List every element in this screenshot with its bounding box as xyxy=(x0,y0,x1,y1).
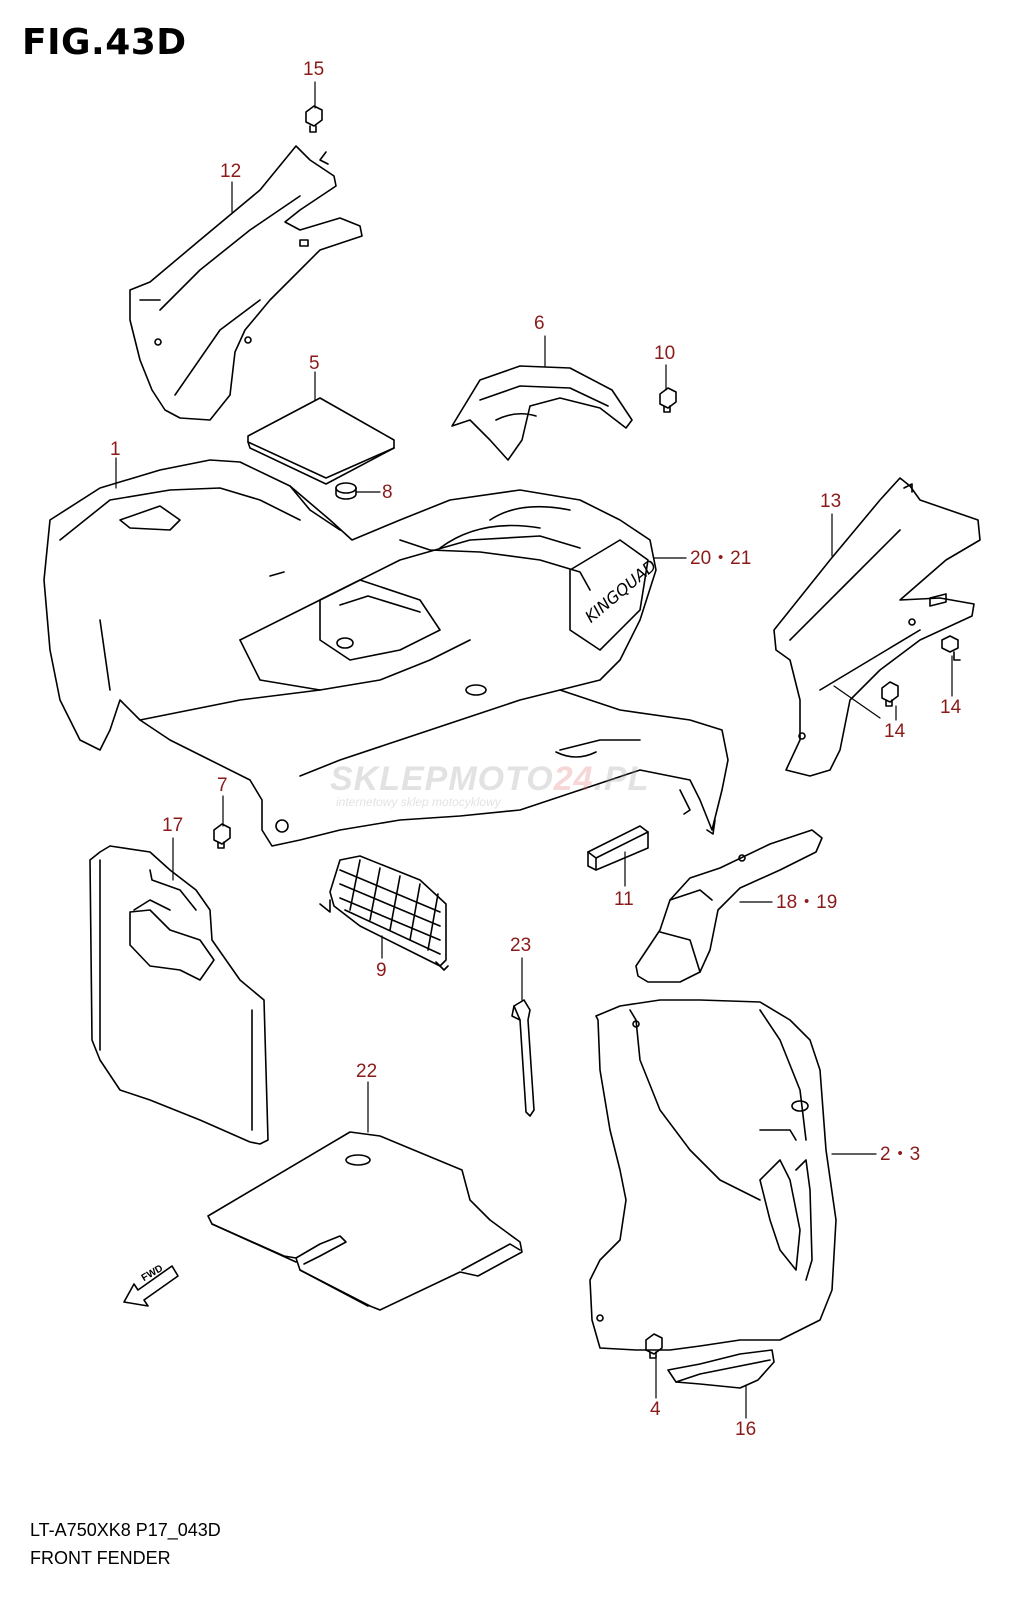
part-5-cover-plate xyxy=(247,397,395,485)
callout-4: 4 xyxy=(650,1399,661,1420)
callout-18-19: 18・19 xyxy=(776,892,838,913)
callout-9: 9 xyxy=(376,960,387,981)
callout-5: 5 xyxy=(309,353,320,374)
part-17-inner-shield xyxy=(89,845,269,1145)
fwd-arrow-icon xyxy=(123,1265,179,1307)
part-12-side-panel-left xyxy=(129,145,363,421)
model-code: LT-A750XK8 P17_043D xyxy=(30,1520,221,1540)
part-20-decal: KINGQUAD xyxy=(569,539,660,651)
callout-10: 10 xyxy=(654,343,676,364)
callout-23: 23 xyxy=(510,935,532,956)
callout-11: 11 xyxy=(614,889,634,910)
leader-lines xyxy=(115,81,953,1419)
callout-15: 15 xyxy=(303,59,325,80)
part-11-pad xyxy=(587,825,649,871)
part-16-strip xyxy=(667,1349,775,1389)
section-name: FRONT FENDER xyxy=(30,1548,171,1568)
part-2-inner-panel xyxy=(589,999,837,1351)
part-14-bolt-b xyxy=(881,681,899,707)
part-10-bolt xyxy=(659,387,677,413)
callout-16: 16 xyxy=(735,1419,757,1440)
part-18-guard xyxy=(635,829,823,983)
part-9-grille xyxy=(319,855,449,971)
part-7-bolt xyxy=(213,823,231,849)
callout-7: 7 xyxy=(217,775,228,796)
part-23-cable-tie xyxy=(511,999,535,1117)
callout-14-a: 14 xyxy=(940,697,962,718)
part-8-grommet xyxy=(335,482,357,500)
callout-20-21: 20・21 xyxy=(690,548,752,569)
decal-text: KINGQUAD xyxy=(581,556,660,627)
callout-1: 1 xyxy=(110,439,121,460)
part-6-headlight-cover xyxy=(451,365,633,461)
part-4-bolt xyxy=(645,1333,663,1359)
figure-title: FIG.43D xyxy=(22,22,187,63)
part-15-bolt xyxy=(305,105,323,133)
callout-12: 12 xyxy=(220,161,242,182)
callout-6: 6 xyxy=(534,313,545,334)
callout-14-b: 14 xyxy=(884,721,906,742)
part-1-front-fender xyxy=(43,459,729,847)
callout-13: 13 xyxy=(820,491,842,512)
callout-2-3: 2・3 xyxy=(880,1144,921,1165)
callout-8: 8 xyxy=(382,482,393,503)
part-22-floor-mat xyxy=(207,1131,523,1311)
part-14-bolt-a xyxy=(941,635,961,661)
part-13-side-panel-right xyxy=(773,477,981,777)
callout-17: 17 xyxy=(162,815,184,836)
callout-22: 22 xyxy=(356,1061,378,1082)
